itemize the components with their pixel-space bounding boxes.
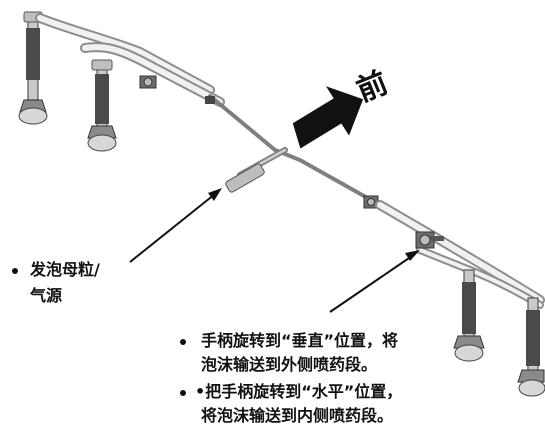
bullet-foam-source (12, 268, 18, 274)
foam-source-label-line2: 气源 (30, 286, 63, 305)
handle-valve-leader (329, 250, 420, 313)
foam-source-leader (129, 188, 222, 263)
bullet-handle-horizontal (180, 390, 186, 396)
handle-vertical-line1: 手柄旋转到“垂直”位置，将 (201, 331, 399, 350)
right-outer-nozzle-assembly (517, 297, 545, 397)
foam-source-fitting (225, 163, 265, 193)
handle-valve (415, 231, 444, 249)
left-boom-tubes (35, 13, 225, 107)
left-outer-nozzle-assembly (18, 11, 48, 125)
left-valve (139, 75, 157, 89)
bullet-handle-vertical (180, 339, 186, 345)
handle-vertical-line2: 泡沫输送到外侧喷药段。 (201, 355, 378, 374)
handle-horizontal-line1: •把手柄旋转到“水平”位置， (195, 382, 403, 401)
left-inner-nozzle-assembly (87, 59, 117, 152)
handle-horizontal-line2: 将泡沫输送到内侧喷药段。 (201, 406, 394, 425)
forward-direction-arrow (292, 86, 364, 149)
foam-source-label-line1: 发泡母粒/ (30, 260, 100, 279)
right-inner-nozzle-assembly (453, 269, 485, 362)
center-valve (363, 195, 379, 209)
right-boom-tubes (375, 200, 545, 309)
